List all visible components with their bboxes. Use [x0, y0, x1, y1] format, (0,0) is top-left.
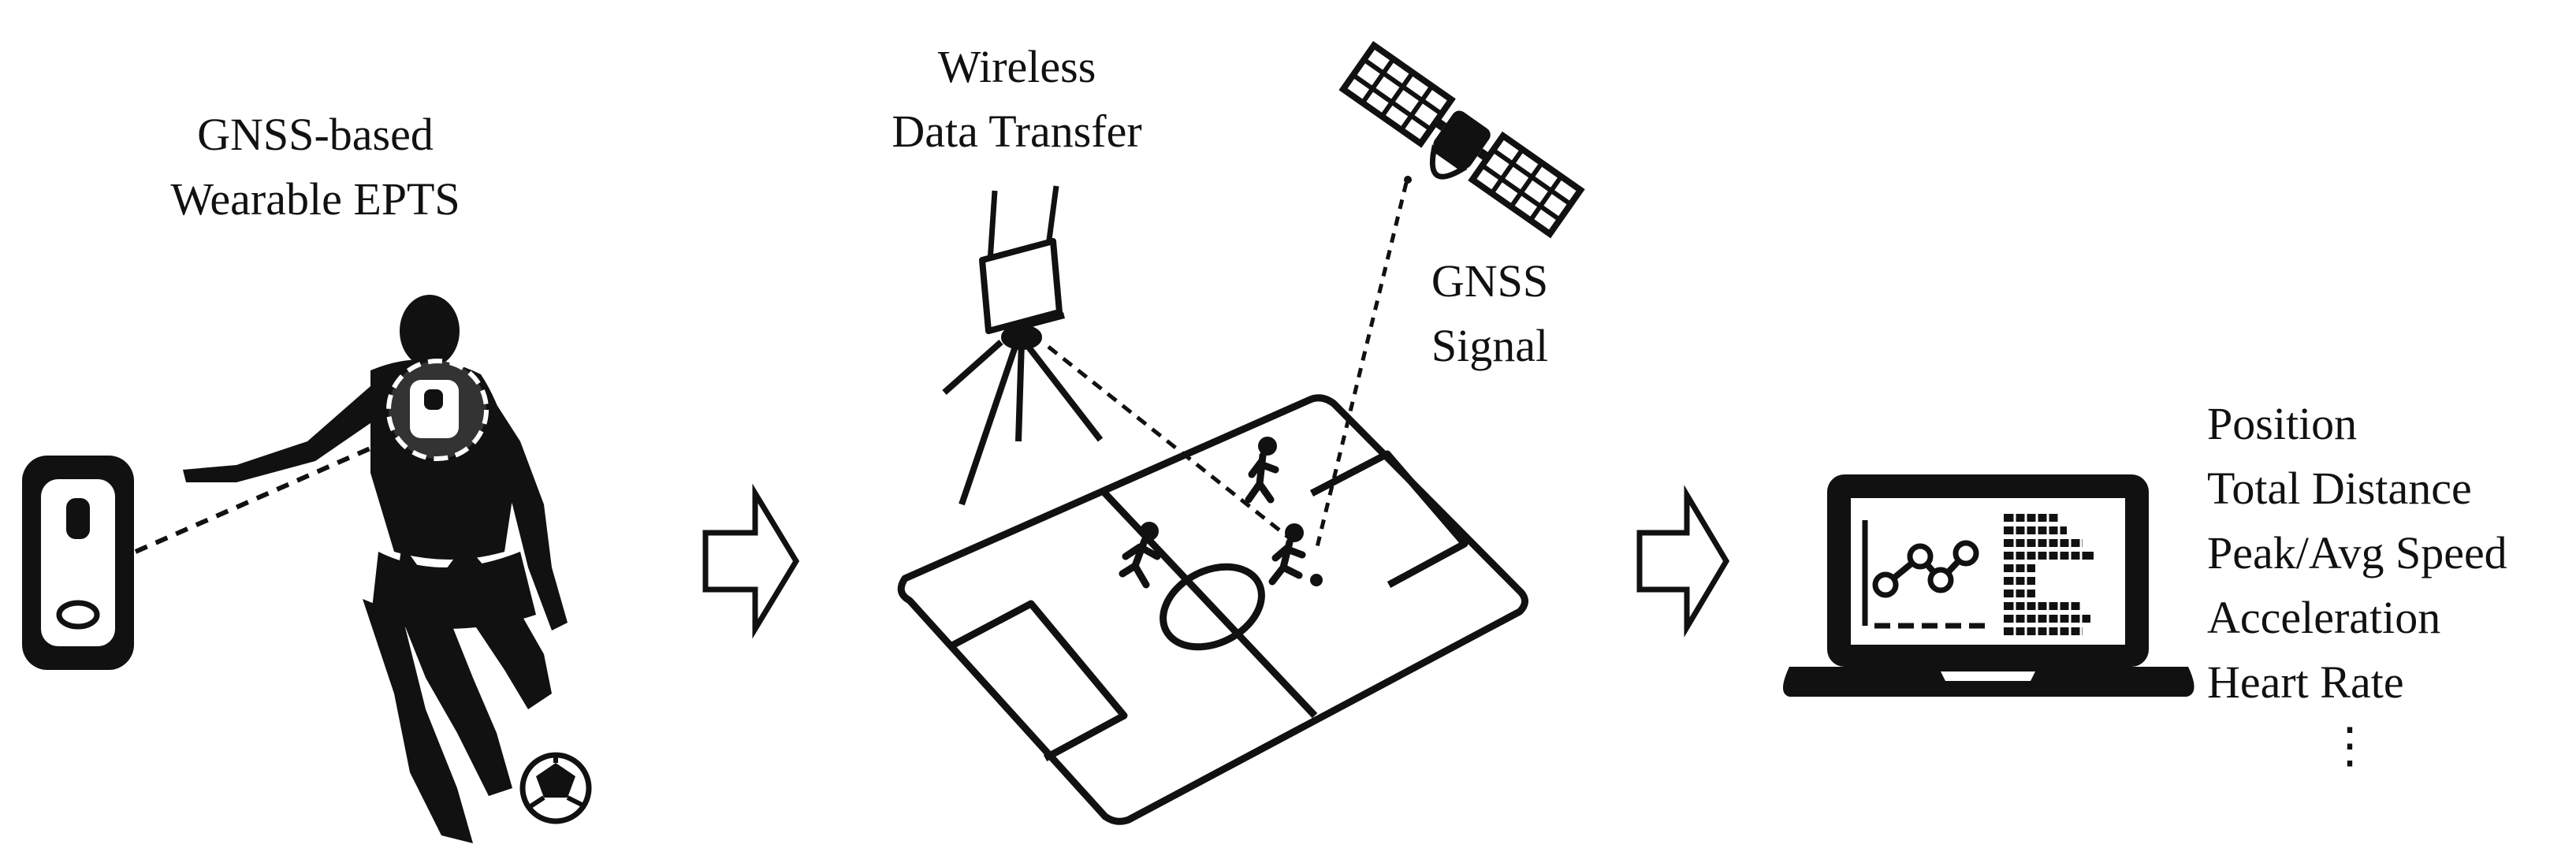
soccer-player-icon [183, 295, 568, 843]
wireless-label-line-2: Data Transfer [892, 106, 1142, 157]
laptop-icon [1783, 474, 2194, 697]
wireless-label-line-1: Wireless [937, 41, 1096, 92]
gnss-signal-line [1314, 182, 1409, 551]
metrics-list: Position Total Distance Peak/Avg Speed A… [2207, 392, 2507, 778]
wearable-label-line-1: GNSS-based [197, 109, 434, 160]
field-player-icons [1119, 437, 1323, 589]
metric-total-distance: Total Distance [2207, 463, 2472, 514]
wireless-link-line [1047, 345, 1294, 542]
metric-speed: Peak/Avg Speed [2207, 527, 2507, 578]
wearable-device-icon [22, 456, 134, 670]
soccer-field-icon [897, 394, 1528, 825]
gnss-signal-label: GNSS Signal [1364, 249, 1616, 378]
satellite-icon [1338, 41, 1585, 239]
soccer-ball-icon [519, 752, 592, 824]
device-link-line [134, 439, 388, 554]
bar-chart-segments [2013, 512, 2083, 637]
wearable-label-line-2: Wearable EPTS [170, 173, 460, 225]
gnss-label-line-1: GNSS [1431, 255, 1549, 307]
arrow-right-icon [702, 483, 800, 639]
metrics-more-ellipsis: ⋮ [2325, 720, 2374, 773]
wearable-on-back-icon [386, 359, 489, 461]
tripod-icon [942, 325, 1104, 506]
wearable-label: GNSS-based Wearable EPTS [118, 102, 512, 232]
metric-acceleration: Acceleration [2207, 592, 2441, 643]
wireless-label: Wireless Data Transfer [820, 35, 1214, 164]
metric-heart-rate: Heart Rate [2207, 657, 2404, 708]
gnss-label-line-2: Signal [1431, 320, 1549, 371]
wireless-router-icon [979, 185, 1066, 334]
arrow-right-icon-2 [1636, 485, 1730, 638]
metric-position: Position [2207, 398, 2358, 449]
line-chart-icon [1862, 520, 1988, 629]
